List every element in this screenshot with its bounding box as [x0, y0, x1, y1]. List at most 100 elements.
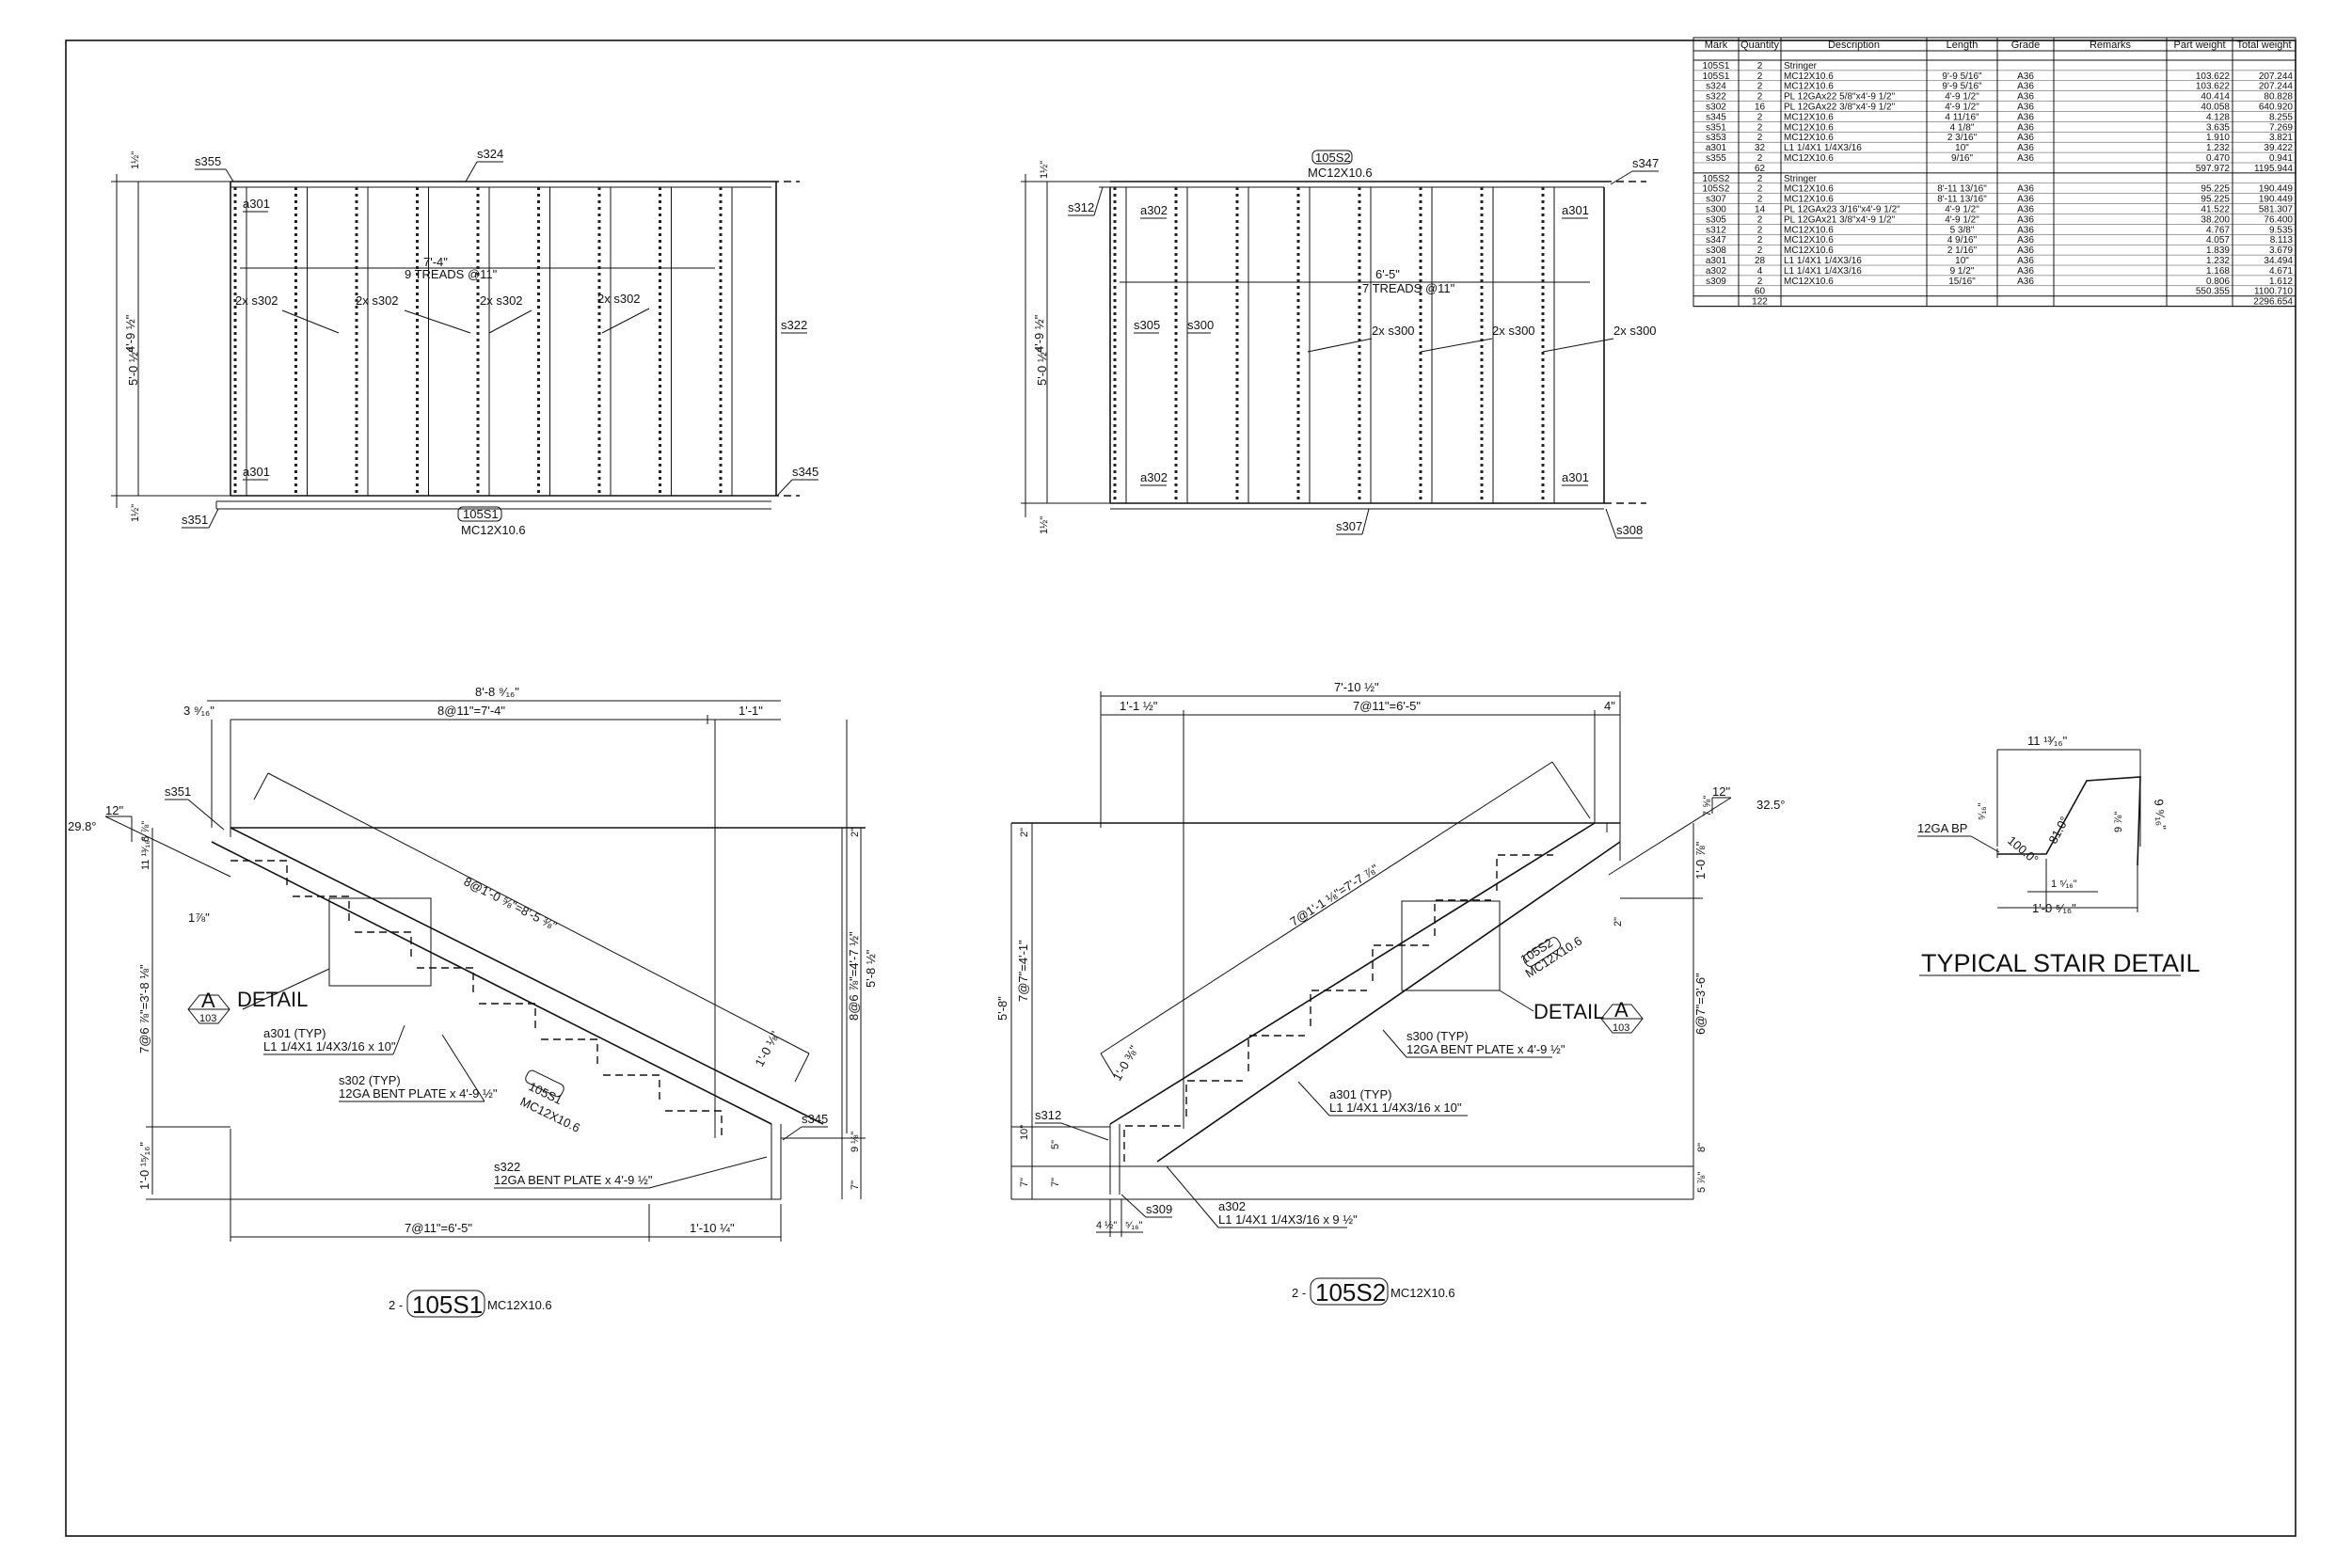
detail-angle-2: 81.0°	[2045, 814, 2072, 846]
dim-plan2-inner: 4'-9 ½"	[1032, 314, 1046, 353]
table-cell: A36	[2017, 71, 2034, 82]
step-profile	[665, 1110, 723, 1139]
table-cell: s345	[1706, 112, 1726, 122]
step-profile	[479, 1003, 536, 1032]
table-cell: A36	[2017, 184, 2034, 195]
dim-elev2-run: 7@11"=6'-5"	[1353, 699, 1421, 713]
step-profile	[541, 1038, 598, 1068]
dim-elev2-diagonal: 7@1'-1 ⅛"=7'-7 ⅞"	[1287, 862, 1381, 929]
label-a301-bottom: a301	[243, 465, 270, 479]
table-cell: 0.806	[2206, 277, 2230, 287]
table-cell: 2	[1757, 122, 1763, 133]
label-treads-length: 7'-4"	[423, 255, 448, 269]
table-cell: 2	[1757, 245, 1763, 256]
label-s322-desc: 12GA BENT PLATE x 4'-9 ½"	[494, 1173, 653, 1187]
table-header: Part weight	[2173, 40, 2225, 51]
table-header: Total weight	[2236, 40, 2291, 51]
table-cell: a301	[1706, 256, 1727, 266]
table-cell: A36	[2017, 245, 2034, 256]
table-cell: A36	[2017, 143, 2034, 153]
table-cell: L1 1/4X1 1/4X3/16	[1784, 266, 1862, 277]
detail-bp-label: 12GA BP	[1917, 821, 1967, 835]
dim-elev1-rise-left: 7@6 ⅞"=3'-8 ⅛"	[137, 964, 151, 1053]
table-header: Grade	[2011, 40, 2041, 51]
table-cell: 16	[1755, 103, 1766, 113]
table-cell: MC12X10.6	[1784, 195, 1834, 205]
dim-elev1-r-small: 9 ⅛"	[850, 1132, 861, 1152]
detail-title: TYPICAL STAIR DETAIL	[1921, 949, 2201, 977]
table-header: Mark	[1705, 40, 1728, 51]
table-cell: A36	[2017, 122, 2034, 133]
dim-plan1-outer: 5'-0 ½"	[126, 347, 140, 386]
table-cell: MC12X10.6	[1784, 122, 1834, 133]
table-cell: 581.307	[2259, 205, 2294, 215]
table-cell: MC12X10.6	[1784, 71, 1834, 82]
table-cell: 40.058	[2201, 103, 2230, 113]
table-cell: L1 1/4X1 1/4X3/16	[1784, 256, 1862, 266]
table-header: Quantity	[1740, 40, 1779, 51]
table-cell: 4 11/16"	[1945, 112, 1979, 122]
caption-member-1: MC12X10.6	[487, 1298, 552, 1312]
table-cell: s302	[1706, 103, 1726, 113]
table-cell: PL 12GAx22 5/8"x4'-9 1/2"	[1784, 92, 1896, 103]
dim-elev2-overall: 7'-10 ½"	[1334, 680, 1379, 694]
table-cell: PL 12GAx23 3/16"x4'-9 1/2"	[1784, 205, 1900, 215]
table-cell: MC12X10.6	[1784, 225, 1834, 235]
table-cell: 105S2	[1703, 184, 1730, 195]
dim-elev2-l7a: 7"	[1019, 1178, 1030, 1187]
table-cell: 1.839	[2206, 245, 2230, 256]
table-cell: 62	[1755, 164, 1766, 174]
label-s300-typ: s300 (TYP)	[1406, 1029, 1469, 1043]
label-a302-top: a302	[1140, 203, 1168, 217]
table-cell: 103.622	[2196, 82, 2231, 92]
caption-member-2: MC12X10.6	[1391, 1286, 1455, 1300]
detail-small-dim: ⁵⁄₁₆"	[1977, 802, 1988, 820]
dim-elev2-r5: 5 ⅞"	[1696, 1172, 1708, 1193]
table-cell: A36	[2017, 266, 2034, 277]
dim-elev2-r1: 1'-0 ⅞"	[1693, 841, 1708, 879]
label-s355: s355	[195, 154, 221, 168]
label-s300-3: 2x s300	[1613, 324, 1657, 338]
elevation-view-105S1: 8'-8 ⁹⁄₁₆" 8@11"=7'-4" 1'-1" 3 ⁹⁄₁₆" 8@1…	[68, 685, 878, 1319]
detail-label-2: DETAIL	[1534, 1000, 1604, 1023]
dim-elev2-height: 5'-8"	[995, 996, 1009, 1021]
detail-vertical-2: 9 ⁹⁄₁₆"	[2152, 799, 2169, 832]
table-cell: 0.470	[2206, 153, 2230, 164]
table-header: Length	[1947, 40, 1979, 51]
caption-qty-1: 2 -	[389, 1298, 403, 1312]
table-cell: 4'-9 1/2"	[1945, 214, 1979, 225]
table-cell: A36	[2017, 112, 2034, 122]
table-cell: 2	[1757, 184, 1763, 195]
table-cell: 1.910	[2206, 133, 2230, 143]
detail-letter-1: A	[201, 989, 215, 1012]
table-cell: 2	[1757, 225, 1763, 235]
table-cell: A36	[2017, 214, 2034, 225]
pitch-rise-2: 7 ⅝"	[1702, 796, 1713, 816]
label-a301-top-2: a301	[1562, 203, 1589, 217]
dim-plan2-bottom: 1½"	[1039, 516, 1050, 534]
table-cell: 2	[1757, 174, 1763, 184]
table-cell: MC12X10.6	[1784, 112, 1834, 122]
tag-105S1-plan: 105S1	[463, 507, 499, 521]
table-cell: 2296.654	[2253, 297, 2293, 308]
dim-elev2-left: 1'-1 ½"	[1120, 699, 1158, 713]
table-cell: 550.355	[2196, 287, 2231, 297]
detail-vertical-1: 9 ⅞"	[2113, 812, 2124, 832]
table-cell: s324	[1706, 82, 1726, 92]
table-cell: s355	[1706, 153, 1726, 164]
table-cell: 39.422	[2264, 143, 2293, 153]
table-cell: 4.128	[2206, 112, 2230, 122]
step-profile	[417, 967, 474, 996]
label-s302-4: 2x s302	[597, 292, 641, 306]
table-cell: 8.113	[2270, 235, 2294, 245]
dim-elev2-right: 4"	[1604, 699, 1615, 713]
step-profile	[603, 1074, 660, 1103]
